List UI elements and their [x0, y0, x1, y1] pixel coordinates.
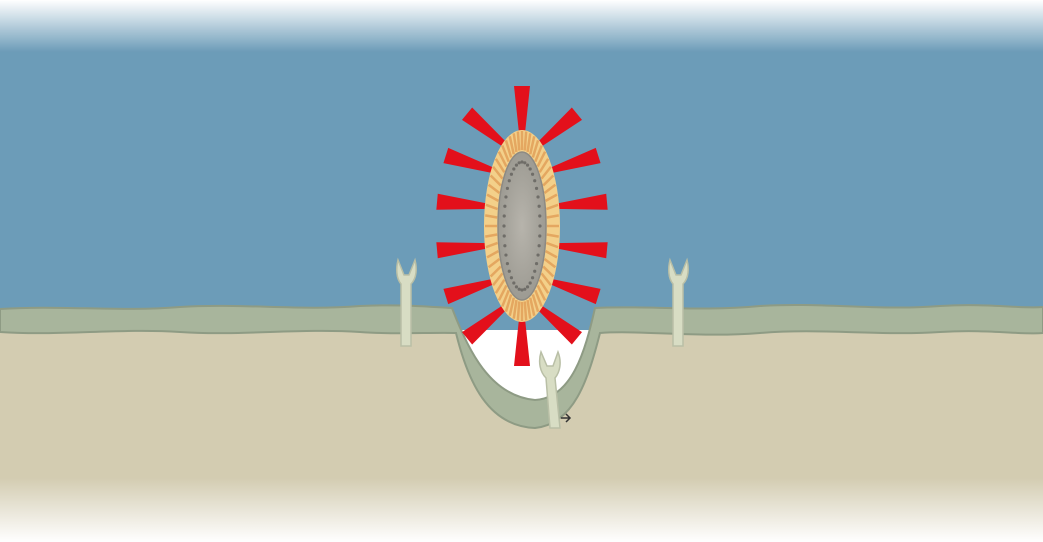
envelope-stripe	[525, 302, 526, 321]
rna-segment	[506, 187, 509, 190]
bottom-fade	[0, 478, 1043, 542]
rna-segment	[503, 234, 506, 237]
rna-segment	[531, 173, 534, 176]
rna-segment	[538, 224, 541, 227]
rna-segment	[538, 214, 541, 217]
rna-segment	[506, 262, 509, 265]
rna-segment	[512, 167, 515, 170]
rna-segment	[535, 187, 538, 190]
rna-segment	[538, 244, 541, 247]
rna-segment	[515, 285, 518, 288]
rna-segment	[515, 164, 518, 167]
rna-segment	[518, 288, 521, 291]
rna-segment	[504, 253, 507, 256]
rna-segment	[535, 262, 538, 265]
envelope-stripe	[518, 132, 519, 151]
rna-segment	[520, 288, 523, 291]
rna-segment	[504, 195, 507, 198]
rna-segment	[523, 161, 526, 164]
rna-segment	[536, 253, 539, 256]
rna-segment	[531, 276, 534, 279]
rna-segment	[523, 288, 526, 291]
rna-segment	[533, 179, 536, 182]
envelope-stripe	[518, 302, 519, 321]
rna-segment	[526, 164, 529, 167]
rna-segment	[512, 281, 515, 284]
rna-segment	[533, 270, 536, 273]
rna-segment	[518, 161, 521, 164]
rna-segment	[508, 270, 511, 273]
rna-segment	[508, 179, 511, 182]
rna-segment	[538, 234, 541, 237]
rna-segment	[529, 167, 532, 170]
rna-segment	[503, 244, 506, 247]
rna-segment	[529, 281, 532, 284]
rna-segment	[503, 214, 506, 217]
rna-segment	[503, 205, 506, 208]
top-fade	[0, 0, 1043, 52]
rna-segment	[538, 205, 541, 208]
rna-segment	[526, 285, 529, 288]
envelope-stripe	[525, 132, 526, 151]
rna-segment	[510, 276, 513, 279]
rna-segment	[510, 173, 513, 176]
rna-segment	[536, 195, 539, 198]
rna-segment	[502, 224, 505, 227]
rna-segment	[520, 160, 523, 163]
